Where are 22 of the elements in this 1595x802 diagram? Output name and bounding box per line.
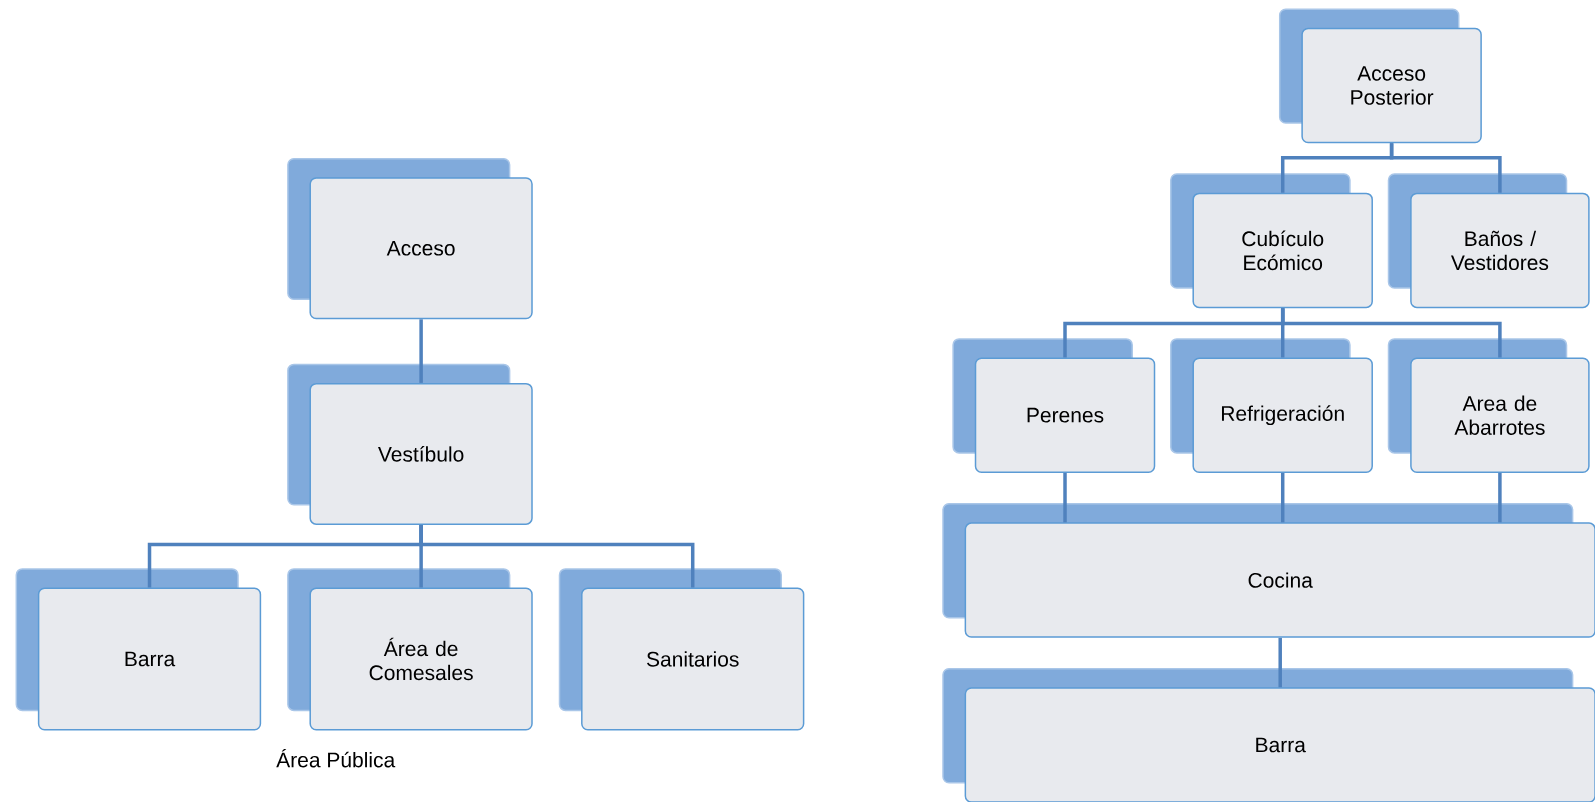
connector-line — [1389, 143, 1502, 193]
process-box: Barra — [15, 568, 262, 731]
process-box: Área de Comesales — [287, 568, 533, 731]
process-box: Cocina — [942, 503, 1595, 638]
connector-line — [1278, 637, 1282, 688]
connector-line — [419, 524, 695, 588]
caption-text: Área Pública — [276, 749, 396, 768]
process-box: Area de Abarrotes — [1387, 338, 1590, 473]
connector-line — [1280, 472, 1285, 523]
process-box: Acceso — [287, 158, 533, 320]
process-box: Acceso Posterior — [1278, 8, 1482, 144]
process-box: Sanitarios — [558, 568, 805, 731]
connector-line — [1498, 472, 1502, 523]
process-box: Refrigeración — [1170, 338, 1373, 473]
process-box: Baños / Vestidores — [1387, 173, 1590, 309]
connector-line — [419, 319, 423, 383]
process-box: Perenes — [952, 338, 1156, 473]
connector-line — [1280, 308, 1502, 358]
connector-line — [1063, 472, 1067, 523]
process-box: Cubículo Ecómico — [1170, 173, 1373, 309]
process-box: Vestíbulo — [287, 363, 533, 525]
process-box: Barra — [942, 667, 1595, 802]
